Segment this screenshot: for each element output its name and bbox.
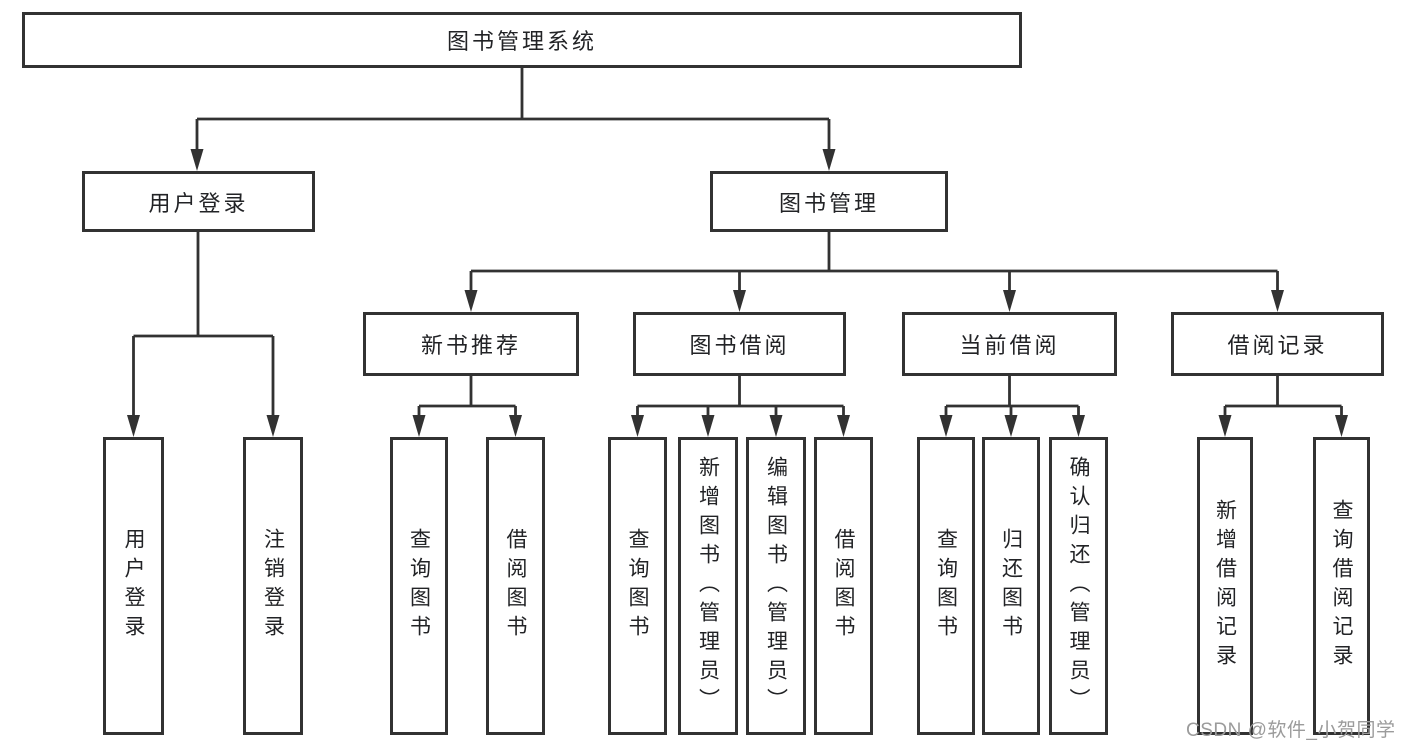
leaf-return-book: 归还图书 [982, 437, 1040, 735]
node-root: 图书管理系统 [22, 12, 1022, 68]
leaf-confirm-return-admin: 确认归还（管理员） [1049, 437, 1108, 735]
node-new-book-recommend: 新书推荐 [363, 312, 579, 376]
leaf-return-book-label: 归还图书 [999, 528, 1023, 644]
leaf-query-books-current: 查询图书 [917, 437, 975, 735]
leaf-edit-book-admin-label: 编辑图书（管理员） [764, 455, 788, 717]
leaf-add-borrow-record-label: 新增借阅记录 [1213, 499, 1237, 673]
watermark: CSDN @软件_小贺同学 [1186, 720, 1396, 741]
leaf-logout-label: 注销登录 [261, 528, 285, 644]
leaf-user-login-label: 用户登录 [122, 528, 145, 644]
node-borrow-records: 借阅记录 [1171, 312, 1384, 376]
leaf-query-books-borrow: 查询图书 [608, 437, 667, 735]
leaf-query-borrow-record: 查询借阅记录 [1313, 437, 1370, 735]
leaf-add-book-admin-label: 新增图书（管理员） [696, 455, 720, 717]
leaf-add-book-admin: 新增图书（管理员） [678, 437, 738, 735]
leaf-query-books-current-label: 查询图书 [934, 528, 958, 644]
node-book-borrow: 图书借阅 [633, 312, 846, 376]
leaf-edit-book-admin: 编辑图书（管理员） [746, 437, 806, 735]
leaf-confirm-return-admin-label: 确认归还（管理员） [1067, 455, 1090, 717]
node-user-login: 用户登录 [82, 171, 315, 232]
leaf-query-books-recommend: 查询图书 [390, 437, 448, 735]
leaf-query-books-recommend-label: 查询图书 [407, 528, 431, 644]
leaf-add-borrow-record: 新增借阅记录 [1197, 437, 1253, 735]
leaf-logout: 注销登录 [243, 437, 303, 735]
leaf-query-borrow-record-label: 查询借阅记录 [1330, 499, 1353, 673]
node-book-management: 图书管理 [710, 171, 948, 232]
leaf-borrow-books-recommend-label: 借阅图书 [504, 528, 527, 644]
leaf-borrow-books-recommend: 借阅图书 [486, 437, 545, 735]
leaf-borrow-books-borrow: 借阅图书 [814, 437, 873, 735]
leaf-query-books-borrow-label: 查询图书 [626, 528, 649, 644]
leaf-borrow-books-borrow-label: 借阅图书 [832, 528, 855, 644]
node-current-borrow: 当前借阅 [902, 312, 1117, 376]
arrowheads [127, 149, 1348, 437]
leaf-user-login: 用户登录 [103, 437, 164, 735]
